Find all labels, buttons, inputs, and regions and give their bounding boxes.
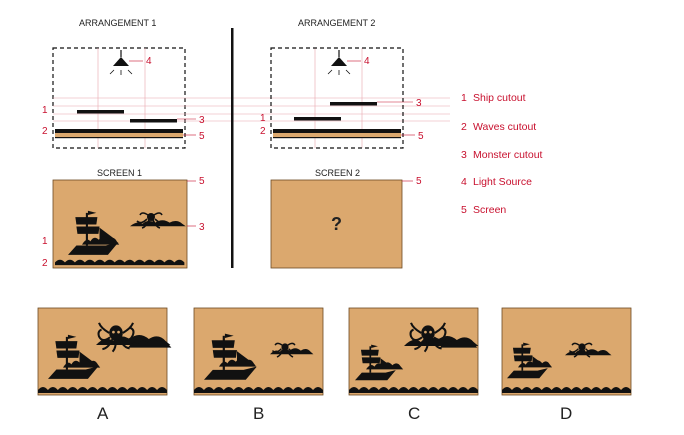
ship-cutout-bar — [77, 110, 124, 114]
option-b-label[interactable]: B — [253, 404, 264, 423]
unknown-result: ? — [331, 214, 342, 234]
ship-cutout-bar — [294, 117, 341, 121]
option-d-label[interactable]: D — [560, 404, 572, 423]
marker-4: 4 — [146, 56, 152, 67]
legend-label-3: Monster cutout — [473, 149, 543, 161]
marker-5: 5 — [199, 176, 205, 187]
option-c-label[interactable]: C — [408, 404, 420, 423]
marker-4: 4 — [364, 56, 370, 67]
legend-label-2: Waves cutout — [473, 121, 536, 133]
marker-5: 5 — [199, 131, 205, 142]
guide-lines — [53, 48, 450, 148]
marker-5: 5 — [416, 176, 422, 187]
legend-num-2: 2 — [461, 121, 467, 133]
monster-cutout-bar — [330, 102, 377, 106]
arrangement-1-title: ARRANGEMENT 1 — [79, 18, 156, 28]
screen-1-title: SCREEN 1 — [97, 168, 142, 178]
screen-2-title: SCREEN 2 — [315, 168, 360, 178]
monster-cutout-bar — [130, 119, 177, 123]
marker-3: 3 — [199, 222, 205, 233]
screen-strip — [273, 133, 401, 137]
waves-cutout-strip — [55, 129, 183, 133]
light-source-icon — [109, 50, 133, 75]
marker-1: 1 — [42, 105, 48, 116]
option-a-panel[interactable] — [37, 307, 172, 396]
legend-num-3: 3 — [461, 149, 467, 161]
legend: 1 Ship cutout 2 Waves cutout 3 Monster c… — [461, 92, 543, 216]
legend-label-4: Light Source — [473, 176, 532, 188]
marker-1: 1 — [42, 236, 48, 247]
screen-strip — [55, 133, 183, 137]
option-a-label[interactable]: A — [97, 404, 109, 423]
marker-2: 2 — [42, 258, 48, 269]
arrangement-2-title: ARRANGEMENT 2 — [298, 18, 375, 28]
marker-3: 3 — [199, 115, 205, 126]
arrangement-2-box — [270, 47, 404, 149]
waves-cutout-strip — [273, 129, 401, 133]
light-source-icon — [327, 50, 351, 75]
center-divider — [231, 28, 234, 268]
screen-2 — [270, 179, 403, 269]
legend-num-4: 4 — [461, 176, 467, 188]
marker-2: 2 — [42, 126, 48, 137]
legend-num-1: 1 — [461, 92, 467, 104]
option-b-panel[interactable] — [193, 307, 324, 396]
marker-2: 2 — [260, 126, 266, 137]
marker-1: 1 — [260, 113, 266, 124]
option-c-panel[interactable] — [348, 307, 479, 396]
marker-3: 3 — [416, 98, 422, 109]
legend-label-5: Screen — [473, 204, 506, 216]
legend-num-5: 5 — [461, 204, 467, 216]
marker-5: 5 — [418, 131, 424, 142]
option-d-panel[interactable] — [501, 307, 632, 396]
legend-label-1: Ship cutout — [473, 92, 526, 104]
